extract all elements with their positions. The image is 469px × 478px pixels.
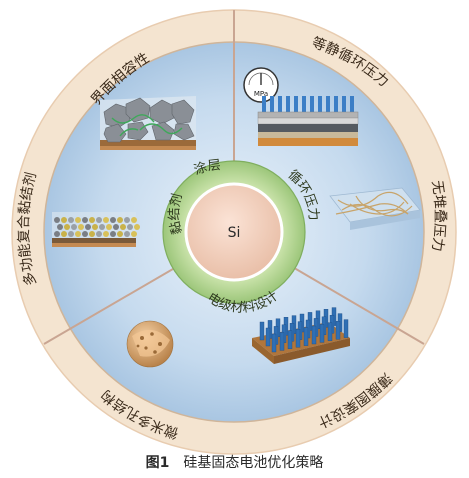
caption-number: 图1 (145, 455, 170, 471)
section-dividers (43, 10, 425, 345)
label-coating: 涂层 (192, 158, 222, 179)
caption-text: 硅基固态电池优化策略 (183, 455, 324, 471)
label-no-stack-pressure: 无堆叠压力 (428, 179, 447, 252)
gauge-unit: MPa (254, 90, 268, 98)
label-binder: 黏结剂 (167, 192, 186, 236)
figure-caption: 图1 硅基固态电池优化策略 (0, 452, 469, 472)
si-core (184, 182, 284, 282)
si-label: Si (228, 225, 241, 241)
film-pattern-illustration (252, 307, 350, 364)
interface-illustration (100, 96, 196, 150)
isostatic-illustration: MPa (243, 67, 359, 146)
micro-porous-illustration (126, 320, 174, 368)
binder-illustration (52, 212, 140, 247)
no-stack-illustration (329, 187, 421, 230)
